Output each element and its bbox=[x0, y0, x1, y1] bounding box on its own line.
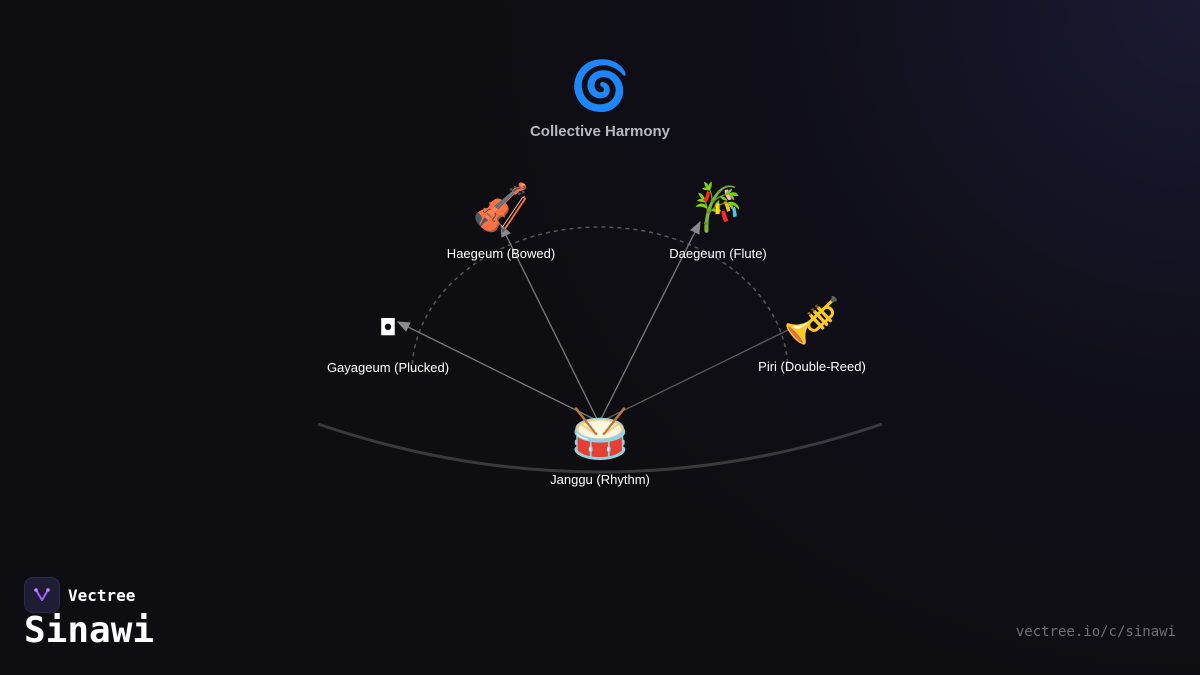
center-node: 🌀 Collective Harmony bbox=[530, 62, 670, 140]
arrow-to-daegeum bbox=[599, 220, 701, 422]
logo-mark bbox=[34, 588, 50, 601]
gayageum-icon: ◘ bbox=[379, 316, 397, 341]
vectree-logo-icon bbox=[24, 577, 60, 613]
center-label: Collective Harmony bbox=[529, 123, 671, 140]
drum-icon: 🥁 bbox=[570, 406, 630, 462]
trumpet-icon: 🎺 bbox=[783, 293, 841, 347]
arrow-to-gayageum bbox=[396, 321, 599, 422]
hub-label: Janggu (Rhythm) bbox=[550, 472, 650, 487]
instrument-node-gayageum: ◘ Gayageum (Plucked) bbox=[326, 316, 450, 376]
instrument-label-piri: Piri (Double-Reed) bbox=[758, 359, 866, 374]
stage-arc bbox=[317, 422, 883, 474]
instrument-label-gayageum: Gayageum (Plucked) bbox=[326, 360, 450, 375]
instrument-label-haegeum: Haegeum (Bowed) bbox=[446, 246, 556, 261]
brand-name: Vectree bbox=[68, 585, 136, 605]
instrument-node-daegeum: 🎋 Daegeum (Flute) bbox=[669, 184, 767, 261]
brand: Vectree bbox=[24, 577, 135, 613]
spiral-icon: 🌀 bbox=[570, 58, 630, 114]
instrument-node-piri: 🎺 Piri (Double-Reed) bbox=[758, 297, 866, 374]
arrow-to-haegeum bbox=[500, 223, 599, 422]
page-title: Sinawi bbox=[24, 610, 155, 651]
arrow-to-piri bbox=[601, 329, 789, 422]
hub-node: 🥁 Janggu (Rhythm) bbox=[550, 410, 650, 487]
instrument-label-daegeum: Daegeum (Flute) bbox=[669, 246, 767, 261]
violin-icon: 🎻 bbox=[472, 180, 530, 234]
instrument-node-haegeum: 🎻 Haegeum (Bowed) bbox=[447, 184, 555, 261]
bamboo-icon: 🎋 bbox=[689, 180, 747, 234]
footer-url: vectree.io/c/sinawi bbox=[1015, 624, 1176, 640]
